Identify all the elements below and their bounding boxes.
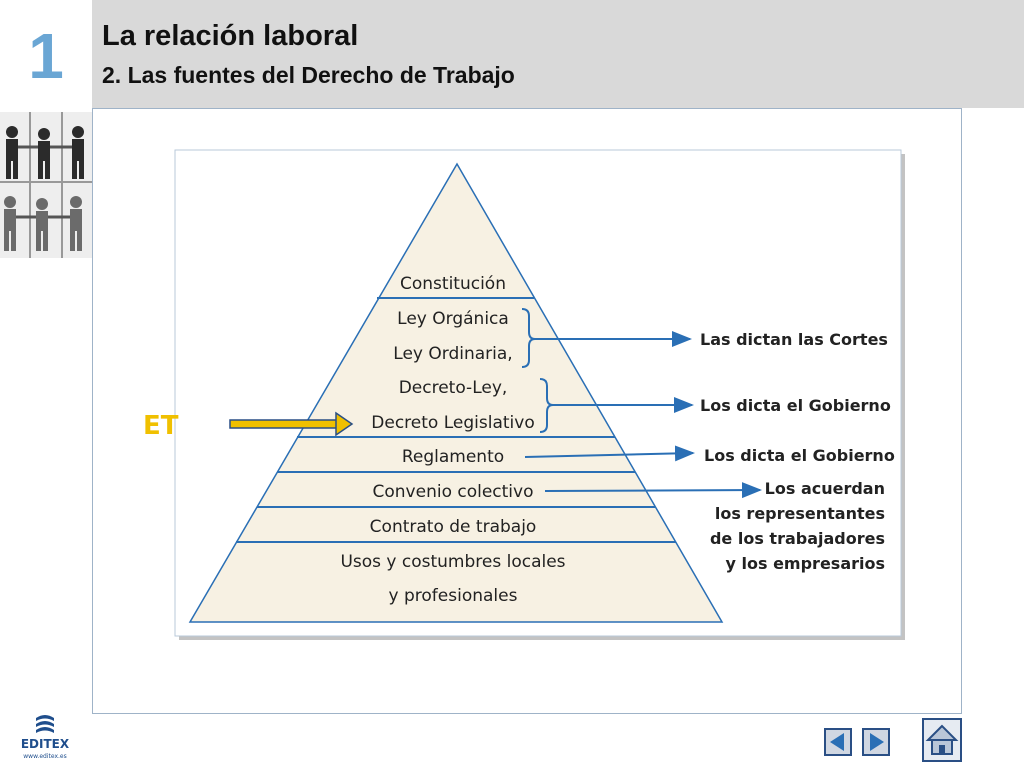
level-constitucion: Constitución bbox=[400, 274, 506, 294]
annotation-acuerdo-line-3: de los trabajadores bbox=[710, 529, 885, 548]
et-arrow-shaft bbox=[229, 419, 339, 429]
logo-url: www.editex.es bbox=[23, 753, 66, 760]
next-arrow-icon bbox=[870, 733, 884, 751]
people-illustration bbox=[0, 112, 92, 258]
level-decreto-ley: Decreto-Ley, bbox=[399, 378, 508, 398]
level-ley-organica: Ley Orgánica bbox=[397, 309, 509, 329]
level-convenio-colectivo: Convenio colectivo bbox=[373, 482, 534, 502]
next-button[interactable] bbox=[862, 728, 890, 756]
annotation-acuerdo-line-1: Los acuerdan bbox=[765, 479, 885, 498]
level-contrato-trabajo: Contrato de trabajo bbox=[370, 517, 537, 537]
home-icon bbox=[925, 724, 959, 755]
arrow-gobierno-reglamento bbox=[524, 445, 695, 462]
level-decreto-legislativo: Decreto Legislativo bbox=[371, 413, 534, 433]
annotation-gobierno-decretos: Los dicta el Gobierno bbox=[700, 396, 891, 415]
annotation-gobierno-reglamento: Los dicta el Gobierno bbox=[704, 446, 895, 465]
annotation-acuerdo-line-2: los representantes bbox=[715, 504, 885, 523]
home-button[interactable] bbox=[922, 718, 962, 762]
annotation-cortes: Las dictan las Cortes bbox=[700, 330, 888, 349]
prev-button[interactable] bbox=[824, 728, 852, 756]
et-arrow-head bbox=[335, 411, 354, 437]
chapter-number: 1 bbox=[28, 20, 64, 92]
arrow-acuerdo bbox=[544, 482, 762, 499]
level-usos-costumbres: Usos y costumbres locales bbox=[340, 552, 565, 572]
page-title: La relación laboral bbox=[102, 20, 359, 52]
level-ley-ordinaria: Ley Ordinaria, bbox=[393, 344, 512, 364]
prev-arrow-icon bbox=[830, 733, 844, 751]
logo-name: EDITEX bbox=[21, 737, 70, 751]
annotation-acuerdo-line-4: y los empresarios bbox=[726, 554, 886, 573]
header-bar bbox=[92, 0, 1024, 108]
level-profesionales: y profesionales bbox=[389, 586, 518, 606]
editex-emblem-icon bbox=[36, 715, 54, 733]
page-subtitle: 2. Las fuentes del Derecho de Trabajo bbox=[102, 62, 515, 88]
level-reglamento: Reglamento bbox=[402, 447, 504, 467]
et-label: ET bbox=[143, 411, 179, 441]
editex-logo: EDITEX www.editex.es bbox=[21, 715, 70, 760]
